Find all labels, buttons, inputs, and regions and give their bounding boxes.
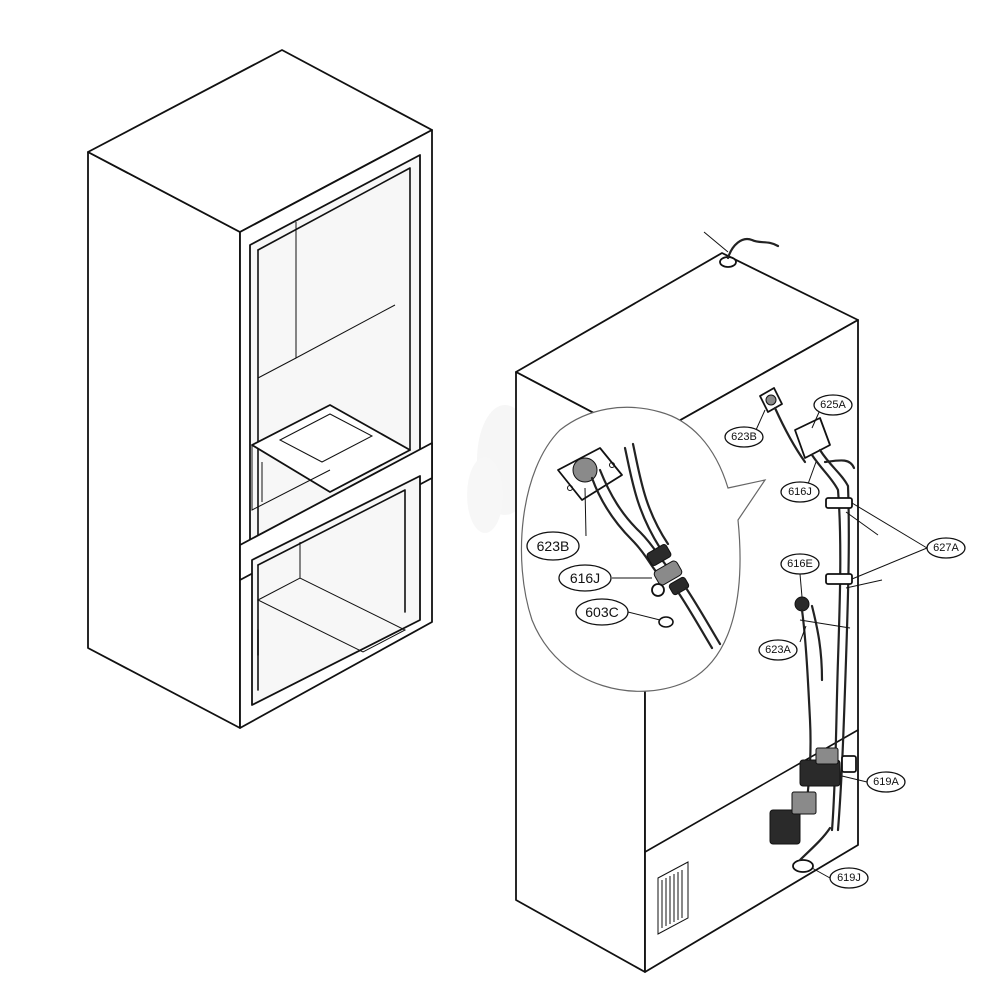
callout-text: 625A <box>820 399 846 411</box>
valve-housing-625a <box>794 417 831 459</box>
callout-text: 603C <box>585 604 618 620</box>
callout-625A: 625A <box>811 394 853 429</box>
callout-619A: 619A <box>841 771 906 793</box>
callout-623B-big: 623B <box>526 487 587 561</box>
callout-623A: 623A <box>758 625 807 661</box>
vent-grille <box>657 861 689 935</box>
water-line-assembly <box>759 387 857 873</box>
front-refrigerator-view <box>87 49 433 729</box>
callout-623B: 623B <box>724 409 766 448</box>
clamp-603c <box>658 616 674 628</box>
callout-616J-big: 616J <box>558 564 652 592</box>
callout-text: 616J <box>788 486 812 498</box>
callout-616J: 616J <box>780 461 820 503</box>
valve-fitting-616j <box>646 544 690 597</box>
callout-text: 616E <box>787 558 813 570</box>
water-valve-619a <box>769 747 857 845</box>
fridge-lower-compartment <box>251 475 421 706</box>
fitting-619j <box>792 859 814 873</box>
callout-text: 623A <box>765 644 791 656</box>
clip-627a-upper <box>825 497 853 509</box>
callout-603C: 603C <box>575 598 661 626</box>
callout-text: 619J <box>837 872 861 884</box>
clip-627a-lower <box>825 573 853 585</box>
callout-text: 623B <box>537 538 570 554</box>
callout-616E: 616E <box>780 553 820 598</box>
callout-text: 619A <box>873 776 899 788</box>
top-wire <box>726 237 780 260</box>
upper-shelf <box>251 404 411 493</box>
callout-619J: 619J <box>811 867 869 889</box>
callout-text: 623B <box>731 431 757 443</box>
callout-text: 616J <box>570 570 600 586</box>
callout-text: 627A <box>933 542 959 554</box>
fridge-side-panel <box>87 151 241 729</box>
callout-627A: 627A <box>845 502 966 589</box>
